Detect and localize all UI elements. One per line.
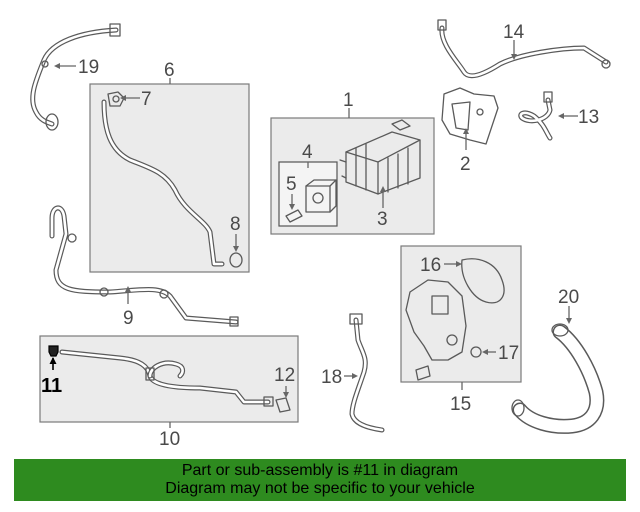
banner-line-2: Diagram may not be specific to your vehi… <box>165 480 475 497</box>
callout-5[interactable]: 5 <box>286 174 297 195</box>
callout-10[interactable]: 10 <box>159 429 180 450</box>
part-18-hose[interactable] <box>349 313 385 433</box>
part-5-fitting[interactable] <box>285 209 303 223</box>
callout-6[interactable]: 6 <box>164 60 175 81</box>
callout-3[interactable]: 3 <box>377 209 388 230</box>
part-7-connector[interactable] <box>107 91 125 107</box>
callout-19[interactable]: 19 <box>78 57 99 78</box>
callout-16[interactable]: 16 <box>420 255 441 276</box>
part-2-bracket[interactable] <box>441 87 499 145</box>
part-8-cap[interactable] <box>229 252 243 268</box>
part-6-line[interactable] <box>101 99 225 267</box>
part-15-assembly[interactable] <box>405 279 467 381</box>
part-10-line[interactable] <box>59 349 274 407</box>
info-banner: Part or sub-assembly is #11 in diagram D… <box>14 459 626 501</box>
group-box-10 <box>39 335 299 423</box>
part-20-hose[interactable] <box>511 323 605 434</box>
banner-line-1: Part or sub-assembly is #11 in diagram <box>181 462 459 479</box>
part-9-line[interactable] <box>49 205 239 327</box>
callout-13[interactable]: 13 <box>578 107 599 128</box>
part-4-valve[interactable] <box>305 179 337 213</box>
callout-7[interactable]: 7 <box>141 89 152 110</box>
callout-20[interactable]: 20 <box>558 287 579 308</box>
callout-4[interactable]: 4 <box>302 142 313 163</box>
part-13-sensor[interactable] <box>518 91 553 141</box>
callout-14[interactable]: 14 <box>503 22 525 43</box>
part-16-gasket[interactable] <box>461 258 505 304</box>
callout-18[interactable]: 18 <box>321 367 342 388</box>
callout-17[interactable]: 17 <box>498 343 519 364</box>
part-19-tube[interactable] <box>30 23 121 131</box>
callout-12[interactable]: 12 <box>274 365 295 386</box>
callout-8[interactable]: 8 <box>230 214 241 235</box>
group-box-6 <box>89 83 250 273</box>
callout-9[interactable]: 9 <box>123 308 134 329</box>
part-11-cap[interactable] <box>48 345 59 357</box>
part-17-oring[interactable] <box>470 346 482 358</box>
part-12-clip[interactable] <box>275 397 291 413</box>
part-3-canister[interactable] <box>339 119 421 195</box>
part-14-harness[interactable] <box>437 19 611 79</box>
callout-15[interactable]: 15 <box>450 394 471 415</box>
callout-1[interactable]: 1 <box>343 90 354 111</box>
group-box-15 <box>400 245 522 383</box>
callout-2[interactable]: 2 <box>460 154 471 175</box>
callout-11[interactable]: 11 <box>41 375 62 397</box>
